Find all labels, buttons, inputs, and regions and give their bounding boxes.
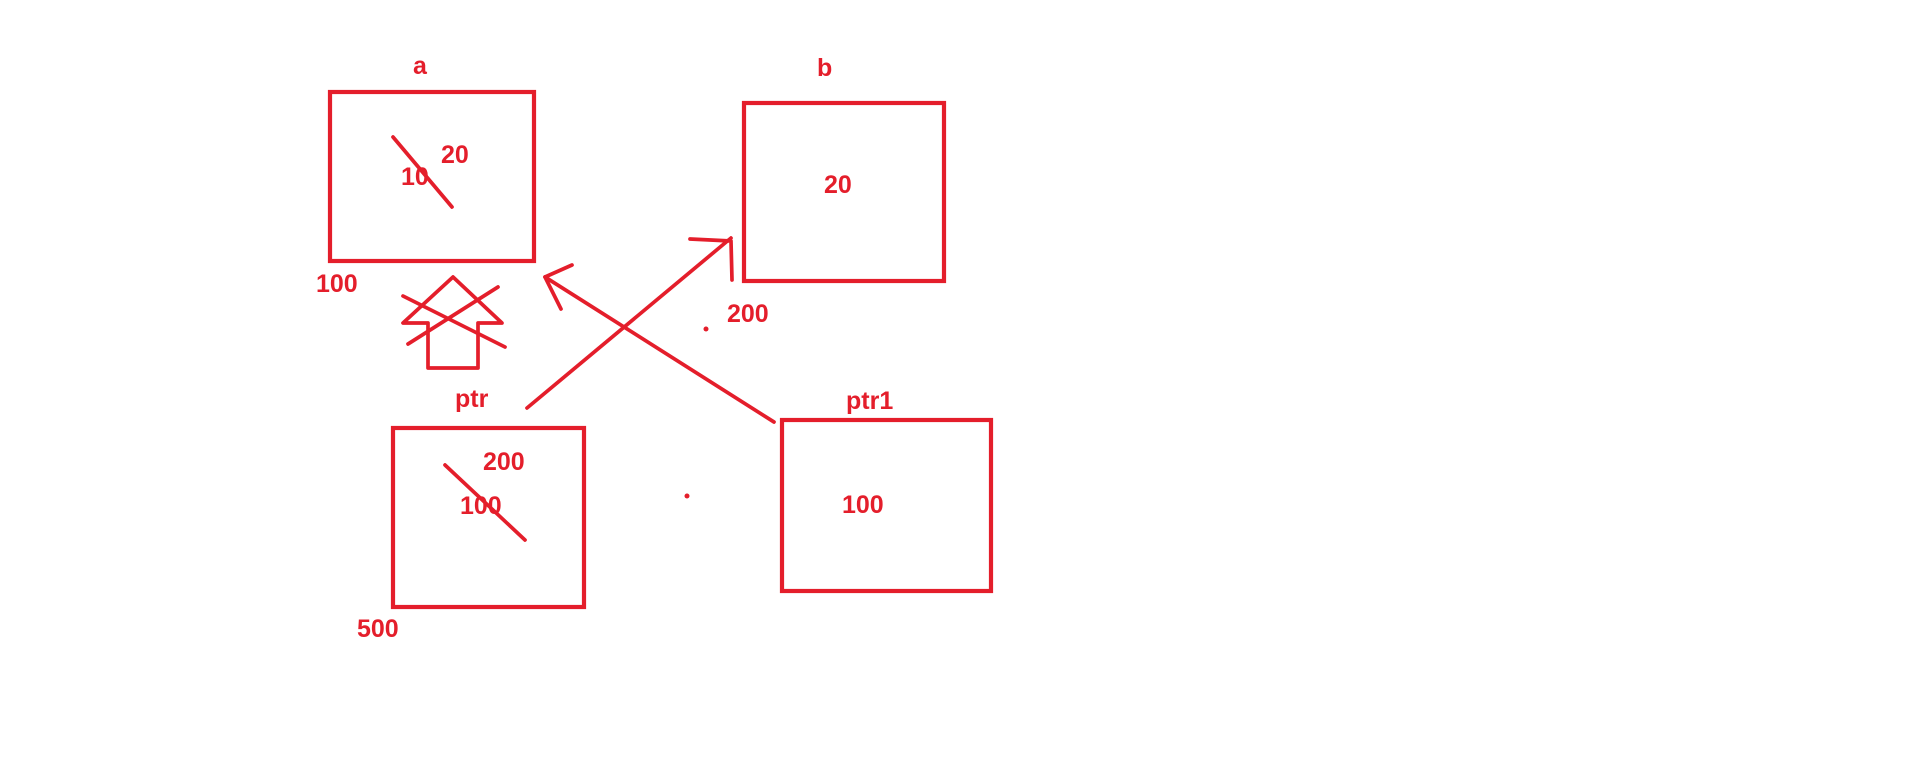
a-address: 100 bbox=[316, 270, 358, 298]
arrow-head-ptr1-to-a bbox=[543, 263, 574, 311]
up-arrow-cross-2 bbox=[406, 285, 500, 346]
a-new-value: 20 bbox=[441, 141, 469, 169]
label-a: a bbox=[413, 52, 428, 80]
ptr-new-value: 200 bbox=[483, 448, 525, 476]
a-old-value-strike bbox=[391, 135, 454, 209]
box-ptr bbox=[390, 425, 587, 610]
stray-dot bbox=[703, 326, 709, 332]
box-a bbox=[327, 89, 537, 264]
ptr-address: 500 bbox=[357, 615, 399, 643]
up-arrow-cross-1 bbox=[401, 294, 507, 349]
arrow-ptr1-to-a bbox=[543, 275, 776, 424]
ptr1-value: 100 bbox=[842, 491, 884, 519]
label-ptr1: ptr1 bbox=[846, 387, 893, 415]
b-address: 200 bbox=[727, 300, 769, 328]
b-value: 20 bbox=[824, 171, 852, 199]
box-b bbox=[741, 100, 947, 284]
arrow-ptr-to-b bbox=[525, 236, 733, 410]
a-old-value: 10 bbox=[401, 163, 429, 191]
label-b: b bbox=[817, 54, 832, 82]
label-ptr: ptr bbox=[455, 385, 489, 413]
ptr-old-value-strike bbox=[443, 463, 527, 542]
stray-dot bbox=[684, 493, 690, 499]
box-ptr1 bbox=[779, 417, 994, 594]
arrow-head-ptr-to-b bbox=[688, 237, 734, 282]
